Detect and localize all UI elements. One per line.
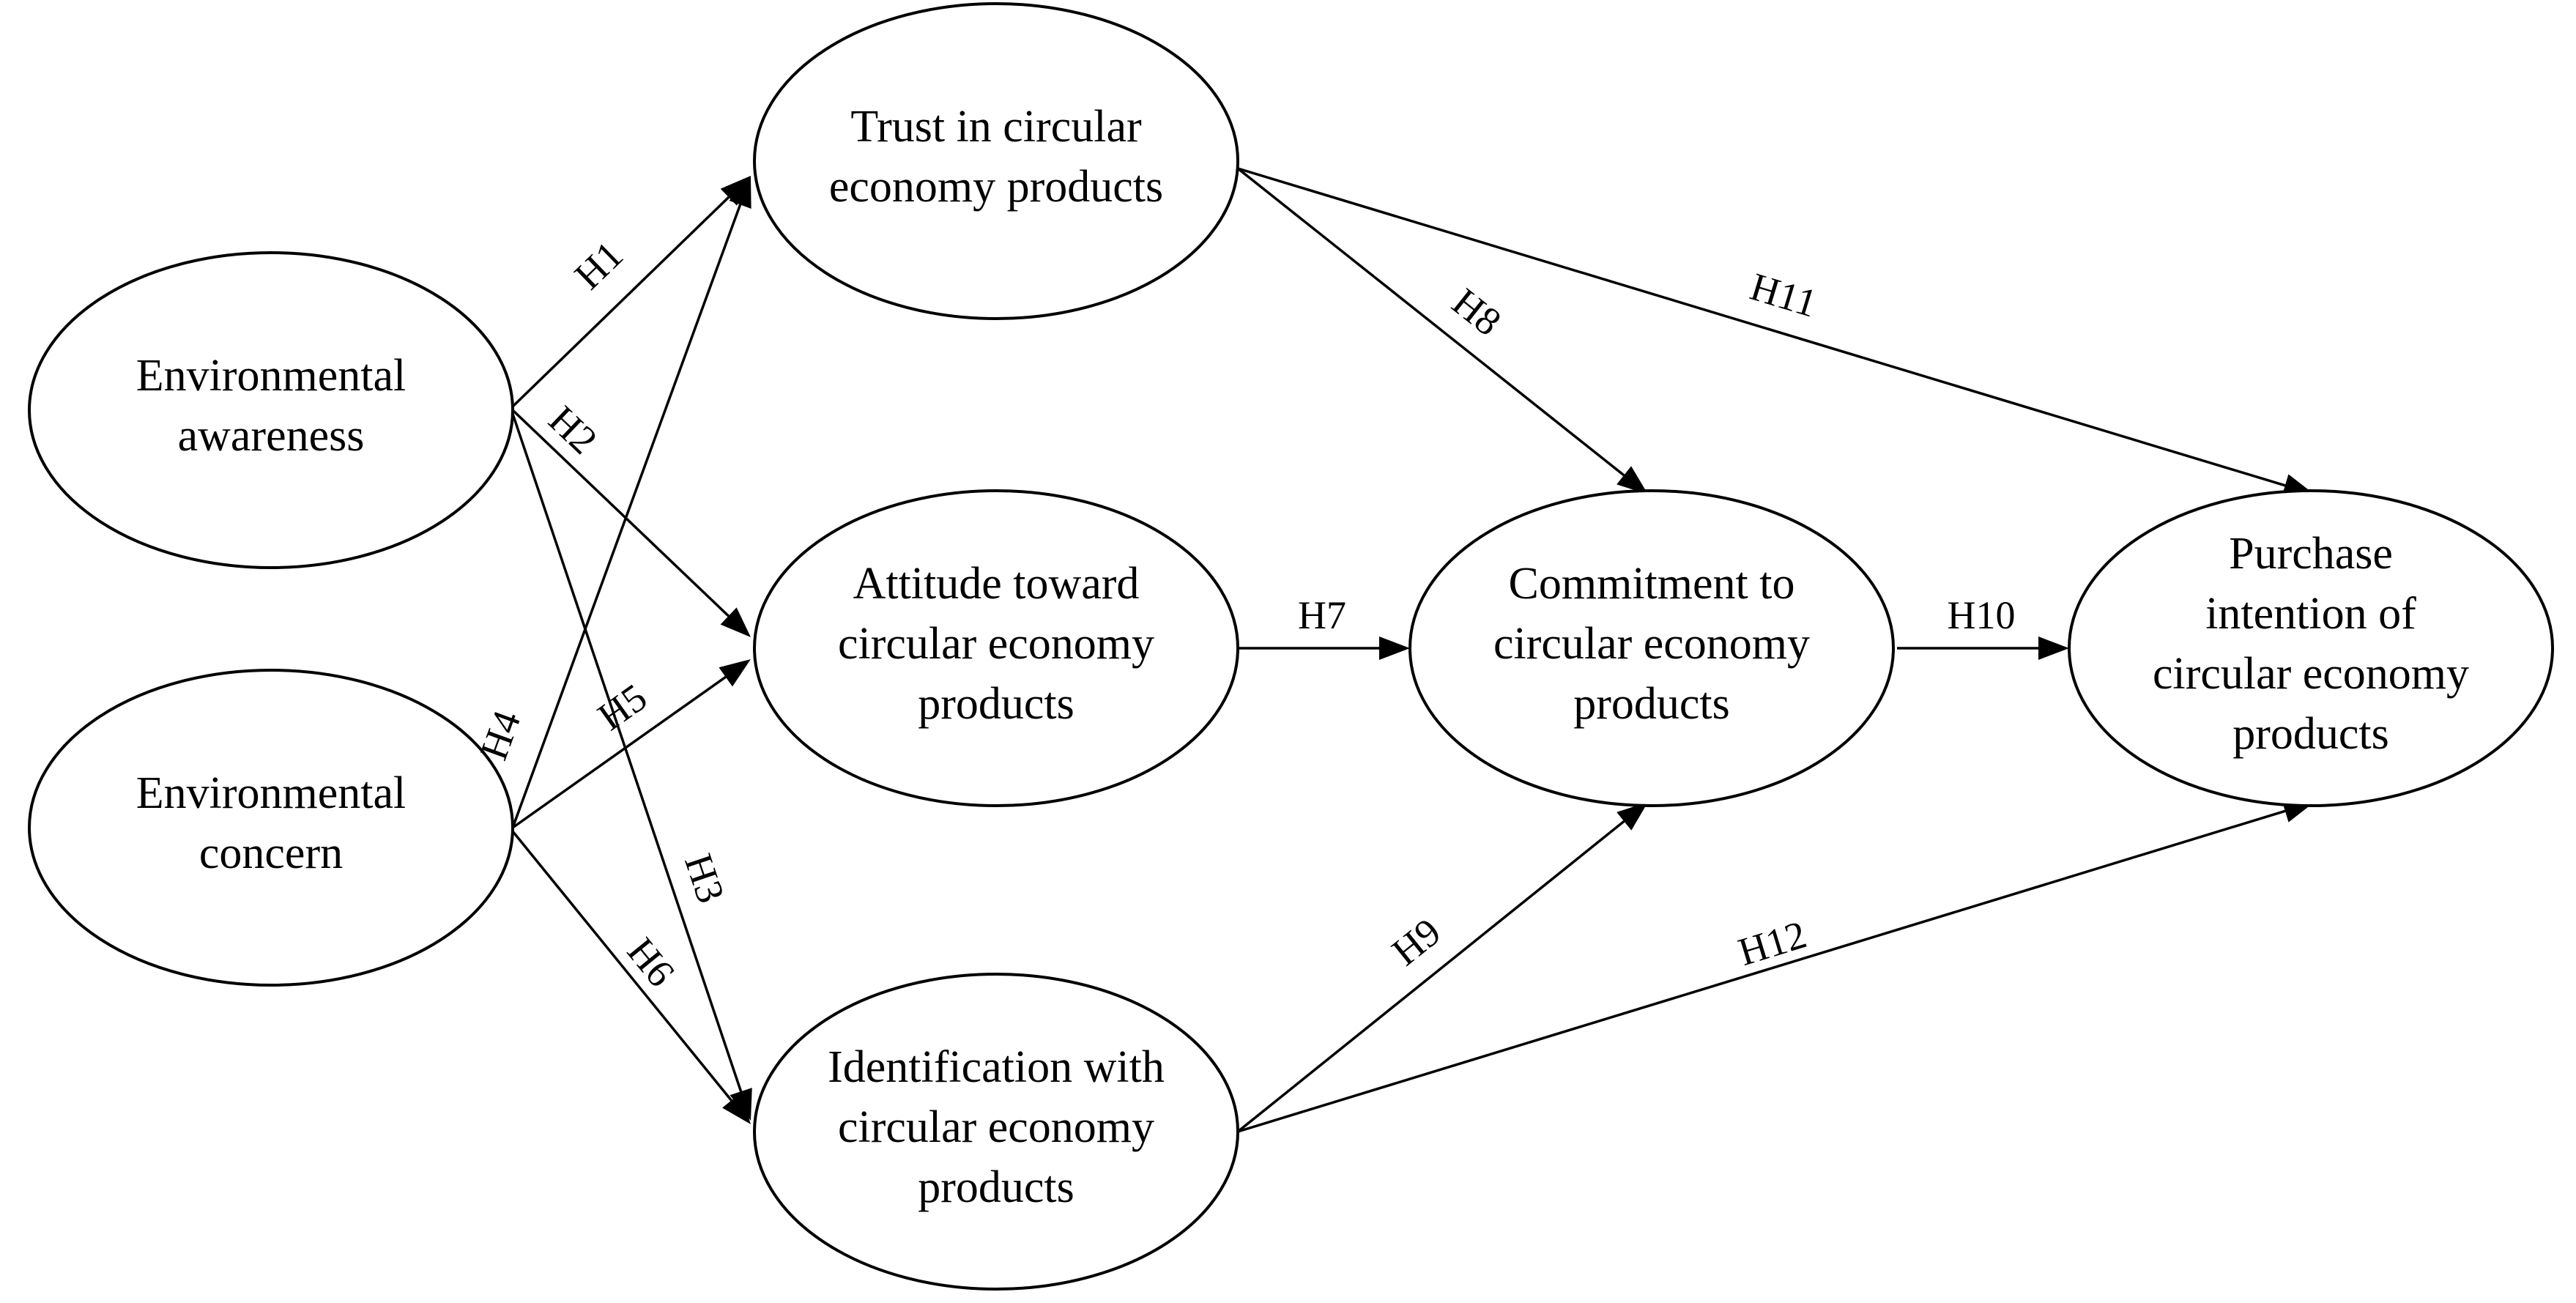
node-commitment: Commitment to circular economy products: [1408, 489, 1895, 807]
node-awareness-ellipse: [28, 251, 514, 569]
edge-H7-arrowhead: [1379, 636, 1410, 660]
edge-H1-line: [511, 196, 730, 408]
edge-H1-arrowhead: [720, 176, 751, 206]
node-commitment-label-line: circular economy: [1493, 619, 1810, 669]
edge-H8-arrowhead: [1617, 466, 1648, 494]
edge-H5-line: [511, 675, 727, 829]
node-awareness-label-line: Environmental: [136, 351, 406, 401]
edge-H1-label: H1: [566, 233, 631, 298]
node-purchase-ellipse: [2068, 489, 2554, 807]
edge-H8-line: [1236, 167, 1625, 477]
node-purchase-label-line: circular economy: [2153, 649, 2469, 699]
node-concern: Environmental concern: [28, 669, 514, 987]
edge-H4-line: [511, 204, 742, 828]
node-concern-label-line: concern: [199, 828, 343, 878]
node-commitment-label-line: Commitment to: [1509, 559, 1795, 609]
edge-H6-label: H6: [619, 929, 683, 995]
node-trust: Trust in circular economy products: [753, 2, 1239, 320]
node-purchase-label-line: Purchase: [2229, 529, 2393, 579]
node-commitment-ellipse: [1408, 489, 1895, 807]
edge-H10-arrowhead: [2038, 636, 2069, 660]
edge-H5-arrowhead: [719, 659, 751, 687]
node-attitude-label-line: products: [918, 679, 1074, 729]
edge-H6-line: [511, 830, 732, 1102]
edge-H10-label: H10: [1948, 593, 2016, 637]
node-identification-ellipse: [753, 973, 1239, 1291]
edge-H9-arrowhead: [1617, 802, 1648, 831]
edge-H11-line: [1237, 167, 2286, 487]
node-trust-ellipse: [753, 2, 1239, 320]
edge-H2-label: H2: [541, 397, 606, 462]
node-commitment-label-line: products: [1573, 679, 1730, 729]
edge-H7-label: H7: [1298, 593, 1346, 637]
edge-H9-line: [1236, 820, 1625, 1133]
node-purchase-label-line: products: [2232, 709, 2389, 759]
edge-H3-line: [511, 413, 743, 1092]
edge-H12-line: [1237, 809, 2286, 1133]
edge-H6-arrowhead: [722, 1093, 751, 1124]
edge-H2-arrowhead: [720, 607, 751, 637]
node-purchase: Purchase intention of circular economy prod…: [2068, 489, 2554, 807]
node-attitude: Attitude toward circular economy products: [753, 489, 1239, 807]
node-identification-label-line: circular economy: [838, 1102, 1154, 1152]
node-trust-label-line: Trust in circular: [850, 102, 1142, 152]
node-identification-label-line: Identification with: [828, 1042, 1165, 1092]
node-identification: Identification with circular economy produ…: [753, 973, 1239, 1291]
node-attitude-label-line: Attitude toward: [853, 559, 1140, 609]
node-awareness: Environmental awareness: [28, 251, 514, 569]
edge-H12-label: H12: [1733, 912, 1811, 974]
node-concern-ellipse: [28, 669, 514, 987]
node-attitude-ellipse: [753, 489, 1239, 807]
edge-H4-arrowhead: [729, 176, 751, 209]
edge-H8-label: H8: [1444, 280, 1510, 344]
edge-H11-label: H11: [1745, 264, 1822, 326]
nodes-layer: Trust in circular economy productsEnviron…: [28, 2, 2554, 1291]
edge-H5-label: H5: [590, 675, 655, 739]
node-attitude-label-line: circular economy: [838, 619, 1154, 669]
node-awareness-label-line: awareness: [178, 411, 365, 461]
edge-H9-label: H9: [1384, 910, 1449, 974]
node-identification-label-line: products: [918, 1162, 1074, 1212]
node-trust-label-line: economy products: [829, 162, 1163, 212]
edge-H2-line: [511, 409, 730, 617]
edge-H3-label: H3: [676, 848, 733, 908]
node-purchase-label-line: intention of: [2205, 589, 2416, 639]
node-concern-label-line: Environmental: [136, 768, 406, 818]
